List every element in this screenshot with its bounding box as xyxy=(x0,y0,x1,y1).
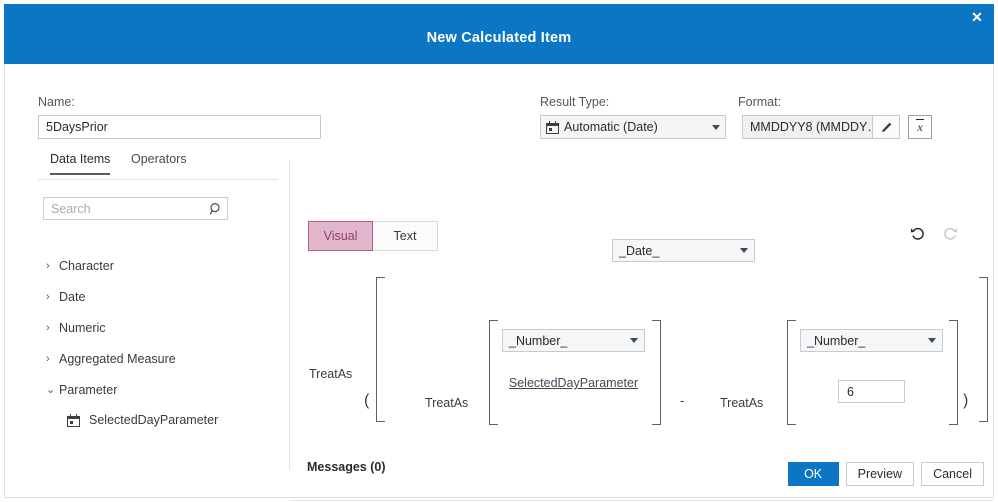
tree-node-label: Character xyxy=(59,258,114,273)
left-function-label: TreatAs xyxy=(425,396,469,410)
chevron-right-icon: › xyxy=(46,321,50,334)
expression-canvas: _Date_ TreatAs ( ) TreatAs _Number_ xyxy=(290,239,993,492)
ok-button[interactable]: OK xyxy=(787,462,839,486)
tree-node-numeric[interactable]: › Numeric xyxy=(43,312,283,343)
name-input[interactable] xyxy=(38,115,321,139)
dialog-titlebar: New Calculated Item ✕ xyxy=(4,4,994,64)
name-label: Name: xyxy=(38,95,75,109)
right-function-label: TreatAs xyxy=(720,396,764,410)
left-panel: Data Items Operators › Character xyxy=(5,152,289,498)
cancel-button[interactable]: Cancel xyxy=(921,462,984,486)
tree-node-label: Parameter xyxy=(59,382,118,397)
preview-button[interactable]: Preview xyxy=(845,462,915,486)
sidebar-tabs: Data Items Operators xyxy=(38,152,278,180)
left-bracket-left xyxy=(489,320,498,425)
panel-divider xyxy=(289,160,290,470)
chevron-right-icon: › xyxy=(46,290,50,303)
chevron-down-icon xyxy=(630,338,638,343)
tab-operators[interactable]: Operators xyxy=(131,152,187,166)
format-value: MMDDYY8 (MMDDY… xyxy=(750,120,872,134)
messages-label: Messages (0) xyxy=(307,460,386,474)
tree-node-character[interactable]: › Character xyxy=(43,250,283,281)
format-expression-button[interactable]: x xyxy=(908,115,932,139)
tree-node-label: Numeric xyxy=(59,320,106,335)
chevron-right-icon: › xyxy=(46,352,50,365)
left-result-type-dropdown[interactable]: _Number_ xyxy=(502,329,645,352)
open-paren: ( xyxy=(364,392,370,409)
chevron-right-icon: › xyxy=(46,259,50,272)
right-result-type-value: _Number_ xyxy=(807,333,866,348)
dialog-title: New Calculated Item xyxy=(426,30,572,46)
outer-bracket-left xyxy=(376,277,385,422)
left-operand-link[interactable]: SelectedDayParameter xyxy=(508,376,639,390)
search-input[interactable] xyxy=(44,200,205,217)
right-result-type-dropdown[interactable]: _Number_ xyxy=(800,329,943,352)
search-box[interactable] xyxy=(43,197,228,220)
tree-node-aggregated-measure[interactable]: › Aggregated Measure xyxy=(43,343,283,374)
tree-leaf-label: SelectedDayParameter xyxy=(89,413,219,427)
left-result-type-value: _Number_ xyxy=(509,333,568,348)
data-items-tree: › Character › Date › Numeric › Aggregate… xyxy=(43,250,283,435)
chevron-down-icon xyxy=(712,124,720,130)
x-bar-icon: x xyxy=(916,119,925,134)
footer-buttons: OK Preview Cancel xyxy=(787,462,984,486)
tree-node-label: Aggregated Measure xyxy=(59,351,176,366)
format-field[interactable]: MMDDYY8 (MMDDY… xyxy=(742,115,900,139)
chevron-down-icon xyxy=(928,338,936,343)
mode-visual-button[interactable]: Visual xyxy=(308,221,373,251)
outer-result-type-value: _Date_ xyxy=(619,243,660,258)
left-bracket-right xyxy=(652,320,661,425)
operator-minus: - xyxy=(680,393,685,408)
result-type-select[interactable]: Automatic (Date) xyxy=(540,115,726,139)
close-paren: ) xyxy=(963,392,969,409)
tree-leaf-selected-day-parameter[interactable]: SelectedDayParameter xyxy=(43,405,283,435)
chevron-down-icon xyxy=(740,248,748,253)
redo-icon[interactable] xyxy=(941,224,959,247)
right-bracket-right xyxy=(949,320,958,425)
tree-node-date[interactable]: › Date xyxy=(43,281,283,312)
right-bracket-left xyxy=(787,320,796,425)
search-icon[interactable] xyxy=(205,202,227,216)
footer-divider xyxy=(290,500,993,501)
format-label: Format: xyxy=(738,95,782,109)
chevron-down-icon: ⌄ xyxy=(46,384,56,396)
close-icon[interactable]: ✕ xyxy=(971,9,983,25)
tree-node-parameter[interactable]: ⌄ Parameter xyxy=(43,374,283,405)
expression-panel: Visual Text xyxy=(290,152,993,497)
calendar-icon xyxy=(546,120,559,134)
outer-function-label: TreatAs xyxy=(309,367,353,381)
tab-data-items[interactable]: Data Items xyxy=(50,152,111,175)
undo-icon[interactable] xyxy=(909,224,927,247)
result-type-label: Result Type: xyxy=(540,95,610,109)
right-operand-input[interactable]: 6 xyxy=(838,380,905,403)
calendar-icon xyxy=(67,413,80,427)
mode-text-button[interactable]: Text xyxy=(373,221,438,251)
pencil-icon[interactable] xyxy=(872,116,899,138)
outer-bracket-right xyxy=(979,277,988,422)
outer-result-type-dropdown[interactable]: _Date_ xyxy=(612,239,755,262)
tree-node-label: Date xyxy=(59,289,86,304)
history-controls xyxy=(909,224,959,247)
editor-mode-toggle: Visual Text xyxy=(308,221,438,251)
result-type-value: Automatic (Date) xyxy=(564,120,658,134)
dialog-body: Name: Result Type: Automatic (Date) Form… xyxy=(4,64,994,501)
